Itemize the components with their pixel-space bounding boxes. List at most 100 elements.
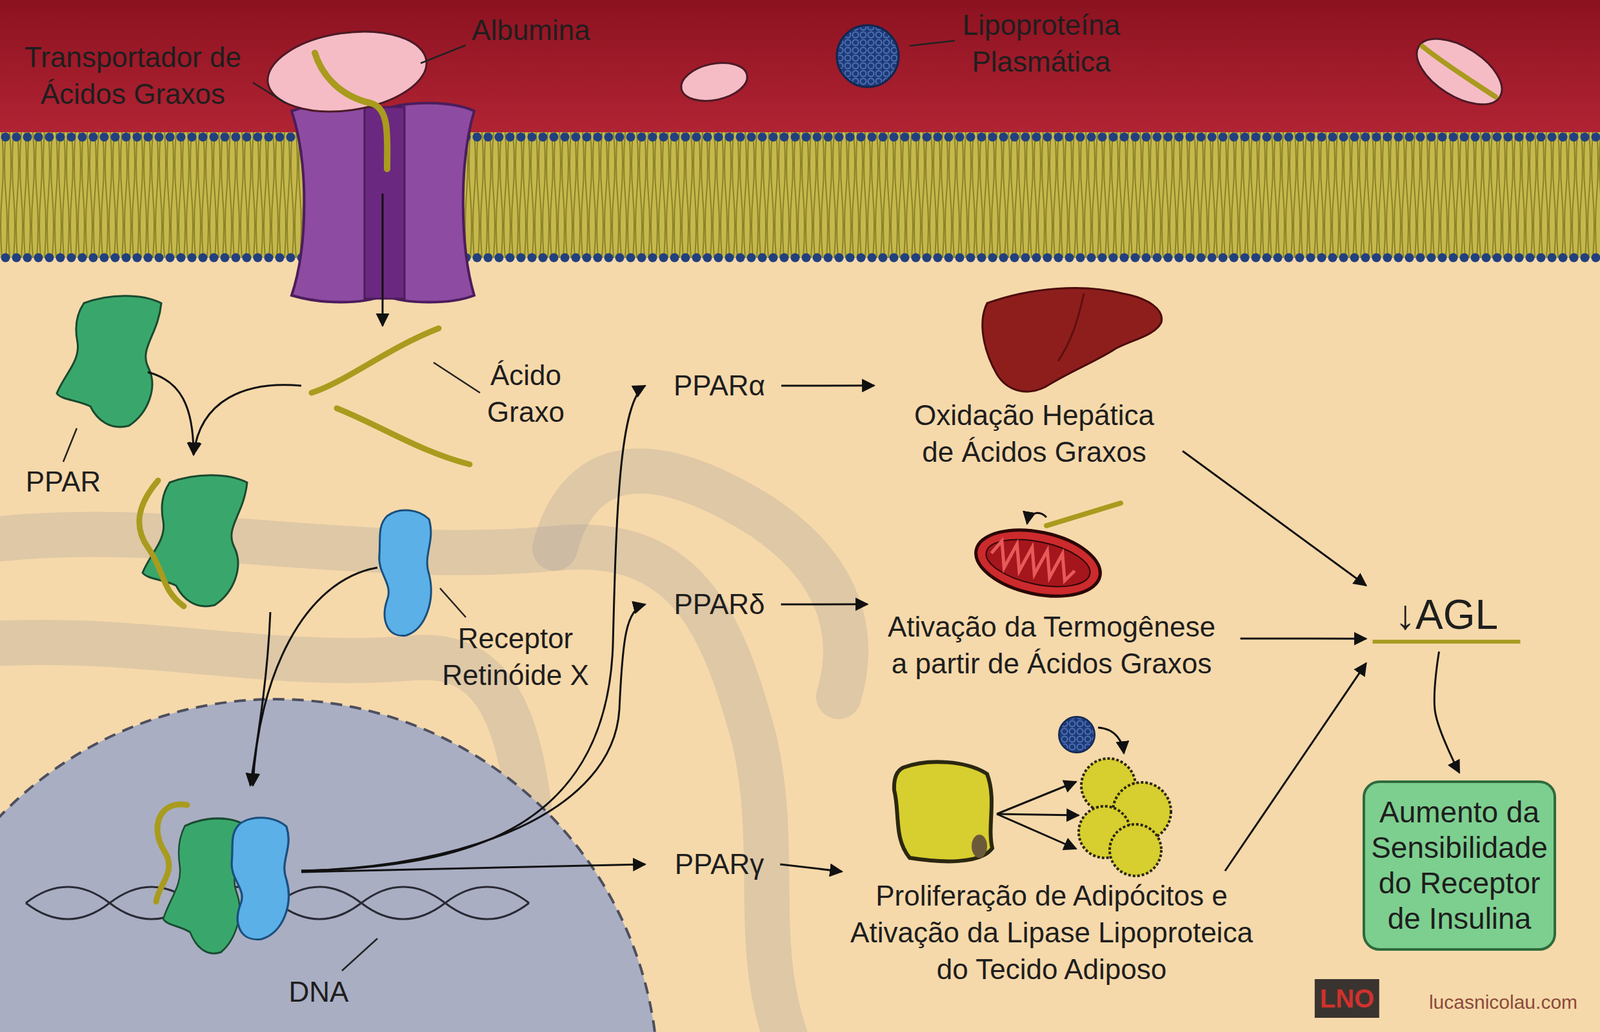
ppar-ligand-complex xyxy=(139,475,248,607)
flow-arrow xyxy=(1434,651,1460,773)
adipocyte-icon xyxy=(971,834,988,859)
albumin-with-fatty-acid xyxy=(1422,46,1496,97)
albumin xyxy=(262,21,432,121)
outcome-node: ↓AGL xyxy=(1372,592,1521,644)
fatty-acid xyxy=(311,328,470,465)
retinoid-x-receptor xyxy=(379,510,431,637)
translocation-arrow xyxy=(252,567,378,786)
flow-node: PPARγ xyxy=(674,845,765,883)
flow-arrow xyxy=(781,384,875,387)
adipocyte-icon xyxy=(996,814,1077,850)
ppar-rxr-heterodimer xyxy=(156,804,289,954)
adipocyte-icon xyxy=(1109,824,1162,877)
part-label: Albumina xyxy=(471,11,590,49)
translocation-arrow xyxy=(250,567,378,786)
ppar-rxr-heterodimer xyxy=(231,818,289,940)
gene-expression-arrow xyxy=(301,385,646,873)
fatty-acid xyxy=(314,52,388,170)
node-text: PPARδ xyxy=(673,585,765,623)
ppar-ligand-complex xyxy=(139,480,184,607)
cell-membrane xyxy=(0,132,1600,259)
adipocyte-icon xyxy=(894,716,1171,877)
adipocyte-icon xyxy=(894,761,993,862)
node-text: Oxidação Hepática de Ácidos Graxos xyxy=(905,396,1164,471)
cell-membrane xyxy=(0,132,1600,259)
flow-arrow xyxy=(1225,663,1367,871)
flow-node: Proliferação de Adipócitos e Ativação da… xyxy=(845,877,1259,989)
leader-line xyxy=(909,40,955,46)
adipocyte-icon xyxy=(1098,727,1124,754)
adipocyte-icon xyxy=(996,814,1079,816)
node-text: ↓AGL xyxy=(1372,592,1521,638)
ppar-ligand-complex xyxy=(142,475,248,607)
node-text: PPARγ xyxy=(674,845,765,883)
flow-node: PPARδ xyxy=(673,585,765,623)
liver-icon xyxy=(1058,293,1084,362)
binding-arrow xyxy=(193,385,302,455)
adipocyte-icon xyxy=(1078,758,1171,877)
blood-vessel xyxy=(0,0,1600,136)
flow-arrow xyxy=(1182,450,1367,586)
mitochondrion-icon xyxy=(989,539,1078,583)
albumin xyxy=(677,57,751,107)
flow-arrow xyxy=(780,864,842,872)
flow-node: PPARα xyxy=(673,367,766,404)
mitochondrion-icon xyxy=(1027,512,1047,524)
liver-icon xyxy=(982,288,1162,392)
node-text: Ativação da Termogênese a partir de Ácid… xyxy=(879,608,1225,682)
part-label: Ácido Graxo xyxy=(477,356,575,431)
liver-icon xyxy=(982,288,1162,392)
adipocyte-icon xyxy=(996,781,1079,850)
flow-arrow xyxy=(1240,638,1367,640)
leader-line xyxy=(63,428,77,462)
node-text: Proliferação de Adipócitos e Ativação da… xyxy=(845,877,1259,989)
watermark: lucasnicolau.com xyxy=(1429,989,1578,1015)
mitochondrion-icon xyxy=(969,520,1107,608)
adipocyte-icon xyxy=(1058,716,1095,753)
albumin-with-fatty-acid xyxy=(1405,25,1513,119)
ppar-rxr-heterodimer xyxy=(156,804,188,902)
node-text: Aumento da Sensibilidade do Receptor de … xyxy=(1369,794,1550,938)
leader-line xyxy=(63,40,955,971)
gene-expression-arrow xyxy=(301,604,646,871)
part-label: Transportador de Ácidos Graxos xyxy=(13,38,253,113)
leader-line xyxy=(440,588,466,618)
flow-node: Oxidação Hepática de Ácidos Graxos xyxy=(905,396,1164,471)
fatty-acid xyxy=(311,328,439,393)
adipocyte-icon xyxy=(996,781,1077,815)
transport-arrow xyxy=(381,193,384,326)
plasma-lipoprotein xyxy=(836,25,899,88)
part-label: PPAR xyxy=(25,463,102,500)
mitochondrion-icon xyxy=(969,520,1107,608)
binding-arrow xyxy=(147,372,302,455)
albumin-with-fatty-acid xyxy=(1405,25,1513,119)
result-box: Aumento da Sensibilidade do Receptor de … xyxy=(1362,780,1557,951)
adipocyte-icon xyxy=(1060,718,1094,752)
ppar-protein xyxy=(56,296,162,428)
flow-node: Ativação da Termogênese a partir de Ácid… xyxy=(879,608,1225,682)
part-label: Lipoproteína Plasmática xyxy=(950,6,1132,80)
mitochondrion-icon xyxy=(969,503,1121,607)
gene-expression-arrow xyxy=(301,385,646,871)
leader-line xyxy=(252,82,286,104)
part-label: DNA xyxy=(289,973,350,1011)
leader-line xyxy=(433,362,480,393)
fatty-acid xyxy=(336,408,470,465)
leader-line xyxy=(420,45,466,64)
plasma-lipoprotein xyxy=(838,26,898,86)
mitochondrion-icon xyxy=(981,531,1095,596)
plasma-lipoprotein xyxy=(836,25,899,88)
nucleus xyxy=(0,699,659,1032)
leader-line xyxy=(341,938,378,971)
cell-membrane xyxy=(0,131,1600,143)
binding-arrow xyxy=(147,372,194,455)
endoplasmic-reticulum xyxy=(554,470,846,697)
cell-membrane xyxy=(0,252,1600,264)
mitochondrion-icon xyxy=(1046,503,1121,526)
watermark-logo: LNO xyxy=(1314,979,1380,1019)
